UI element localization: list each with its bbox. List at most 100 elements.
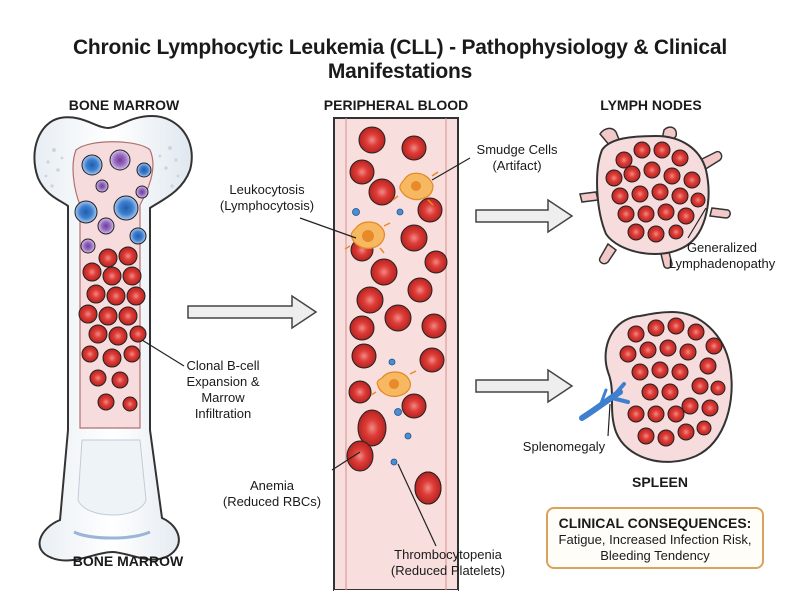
myeloid-cell	[95, 179, 109, 193]
red-blood-cell	[118, 306, 138, 326]
label-line: Generalized	[686, 240, 758, 255]
red-blood-cell	[671, 363, 689, 381]
red-blood-cell	[384, 304, 412, 332]
section-spleen: SPLEEN	[631, 474, 688, 490]
red-blood-cell	[681, 397, 699, 415]
label-line: Lymphadenopathy	[668, 256, 776, 271]
clinical-line: Bleeding Tendency	[600, 548, 710, 563]
label-anemia: Anemia (Reduced RBCs)	[212, 478, 332, 510]
red-blood-cell	[400, 224, 428, 252]
red-blood-cell	[97, 393, 115, 411]
label-line: (Reduced Platelets)	[390, 563, 506, 578]
red-blood-cell	[126, 286, 146, 306]
red-blood-cell	[98, 306, 118, 326]
red-blood-cell	[623, 165, 641, 183]
section-bone-marrow-bottom: BONE MARROW	[72, 553, 184, 569]
red-blood-cell	[615, 151, 633, 169]
bone-illustration	[33, 114, 193, 562]
red-blood-cell	[699, 357, 717, 375]
red-blood-cell	[401, 135, 427, 161]
arrow-marrow-to-blood	[187, 294, 318, 330]
red-blood-cell	[424, 250, 448, 274]
platelet	[396, 208, 404, 216]
red-blood-cell	[346, 440, 374, 472]
red-blood-cell	[647, 405, 665, 423]
platelet	[352, 208, 360, 216]
red-blood-cell	[106, 286, 126, 306]
red-blood-cell	[627, 405, 645, 423]
diagram-title: Chronic Lymphocytic Leukemia (CLL) - Pat…	[72, 36, 728, 83]
red-blood-cell	[349, 159, 375, 185]
red-blood-cell	[102, 348, 122, 368]
label-line: Smudge Cells	[476, 142, 558, 157]
red-blood-cell	[641, 383, 659, 401]
red-blood-cell	[667, 317, 685, 335]
myeloid-cell	[109, 149, 131, 171]
red-blood-cell	[111, 371, 129, 389]
label-line: (Artifact)	[492, 158, 542, 173]
red-blood-cell	[705, 337, 723, 355]
leader-lines	[141, 157, 707, 547]
red-blood-cell	[419, 347, 445, 373]
label-line: (Reduced RBCs)	[222, 494, 322, 509]
lymph-node-illustration	[579, 126, 731, 269]
label-line: Expansion &	[186, 374, 260, 389]
red-blood-cell	[668, 224, 684, 240]
clinical-line: Fatigue, Increased Infection Risk,	[558, 532, 752, 547]
label-lymphadenopathy: Generalized Lymphadenopathy	[662, 240, 782, 272]
red-blood-cell	[651, 361, 669, 379]
label-line: Clonal B-cell	[186, 358, 260, 373]
red-blood-cell	[86, 284, 106, 304]
red-blood-cell	[627, 223, 645, 241]
red-blood-cell	[368, 178, 396, 206]
platelet	[394, 408, 402, 416]
label-clonal-expansion: Clonal B-cell Expansion & Marrow Infiltr…	[168, 358, 278, 422]
arrow-blood-to-lymph-nodes	[475, 198, 574, 234]
red-blood-cell	[370, 258, 398, 286]
red-blood-cell	[663, 167, 681, 185]
red-blood-cell	[627, 325, 645, 343]
red-blood-cell	[696, 420, 712, 436]
red-blood-cell	[357, 409, 387, 447]
blood-vessel	[333, 117, 459, 600]
red-blood-cell	[643, 161, 661, 179]
spleen-illustration	[579, 310, 733, 463]
red-blood-cell	[657, 429, 675, 447]
myeloid-cell	[97, 217, 115, 235]
platelet	[388, 358, 396, 366]
red-blood-cell	[671, 187, 689, 205]
red-blood-cell	[647, 225, 665, 243]
red-blood-cell	[78, 304, 98, 324]
red-blood-cell	[102, 266, 122, 286]
red-blood-cell	[82, 262, 102, 282]
red-blood-cell	[122, 396, 138, 412]
myeloid-cell	[80, 238, 96, 254]
lymphocyte	[136, 162, 152, 178]
red-blood-cell	[123, 345, 141, 363]
red-blood-cell	[691, 377, 709, 395]
clinical-consequences-box: CLINICAL CONSEQUENCES: Fatigue, Increase…	[546, 507, 764, 569]
red-blood-cell	[671, 149, 689, 167]
splenic-vessels	[579, 382, 630, 421]
red-blood-cell	[617, 205, 635, 223]
platelet	[404, 432, 412, 440]
red-blood-cell	[98, 248, 118, 268]
clinical-heading: CLINICAL CONSEQUENCES:	[558, 515, 752, 531]
red-blood-cell	[631, 185, 649, 203]
marrow-cells	[74, 149, 152, 412]
red-blood-cell	[687, 323, 705, 341]
platelet	[390, 458, 398, 466]
red-blood-cell	[349, 315, 375, 341]
red-blood-cell	[679, 343, 697, 361]
section-peripheral-blood: PERIPHERAL BLOOD	[323, 97, 469, 113]
red-blood-cell	[631, 363, 649, 381]
red-blood-cell	[633, 141, 651, 159]
red-blood-cell	[661, 383, 679, 401]
red-blood-cell	[701, 399, 719, 417]
red-blood-cell	[407, 277, 433, 303]
red-blood-cell	[639, 341, 657, 359]
label-line: Marrow	[201, 390, 245, 405]
red-blood-cell	[358, 126, 386, 154]
